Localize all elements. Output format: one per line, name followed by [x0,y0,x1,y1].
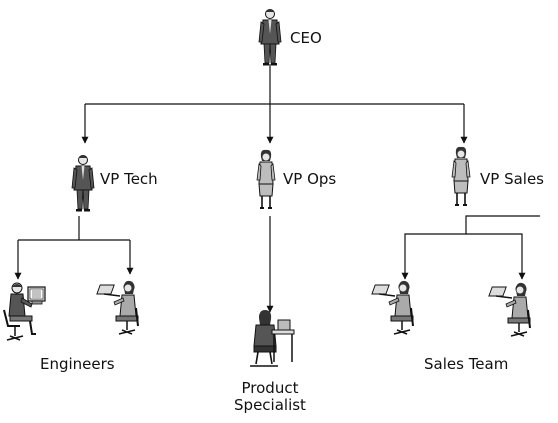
connectors [14,64,540,313]
label-vp-ops: VP Ops [283,170,337,188]
worker-at-computer-icon [3,282,46,341]
label-vp-sales: VP Sales [480,170,544,188]
label-sales-team: Sales Team [424,355,509,373]
worker-at-computer-icon [488,282,531,337]
worker-at-desk-icon [250,310,295,367]
label-vp-tech: VP Tech [100,170,158,188]
connector-vp-sales-trunk [401,215,540,280]
label-product-specialist-line2: Specialist [234,396,306,414]
label-ceo: CEO [290,29,322,47]
label-product-specialist: Product Specialist [226,380,314,414]
businesswoman-icon [256,149,276,209]
businessman-icon [71,155,95,212]
connector-to-sales-2 [466,233,526,280]
businessman-icon [258,9,282,66]
worker-at-computer-icon [96,280,139,335]
worker-at-computer-icon [371,280,414,335]
businesswoman-icon [451,146,471,206]
label-engineers: Engineers [40,355,115,373]
label-product-specialist-line1: Product [241,379,299,397]
